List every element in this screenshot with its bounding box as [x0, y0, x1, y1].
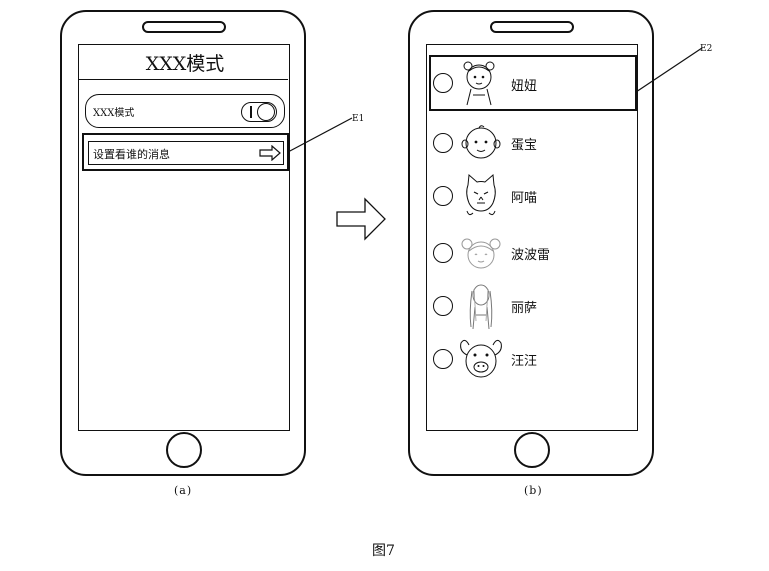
callout-label-e2: E2	[700, 44, 713, 54]
caption-a: (a)	[174, 484, 193, 497]
highlight-box-e2	[429, 55, 637, 111]
contact-row[interactable]: 蛋宝	[433, 121, 633, 165]
contact-radio[interactable]	[433, 296, 453, 316]
contact-row[interactable]: 汪汪	[433, 335, 633, 383]
title-divider	[79, 79, 288, 80]
contact-name: 妞妞	[511, 79, 538, 94]
contact-row[interactable]: 波波雷	[433, 231, 633, 275]
cat-icon	[466, 173, 496, 216]
contact-row[interactable]: 丽萨	[433, 281, 633, 331]
contact-radio[interactable]	[433, 243, 453, 263]
contact-name: 阿喵	[511, 191, 538, 206]
contact-row[interactable]: 妞妞	[433, 59, 633, 107]
figure-label: 图7	[372, 543, 395, 559]
set-who-messages-label: 设置看谁的消息	[93, 148, 170, 161]
baby-icon	[461, 125, 501, 159]
contact-radio[interactable]	[433, 73, 453, 93]
home-button[interactable]	[514, 432, 550, 468]
speaker-slot	[490, 21, 574, 33]
dog-icon	[460, 339, 502, 378]
switch-knob	[257, 103, 275, 121]
callout-line-e2	[635, 47, 703, 93]
callout-line-e1	[287, 117, 353, 153]
phone-b-screen: 妞妞 蛋宝 阿喵	[426, 44, 638, 431]
contact-radio[interactable]	[433, 133, 453, 153]
speaker-slot	[142, 21, 226, 33]
contact-name: 汪汪	[511, 354, 538, 369]
contact-name: 波波雷	[511, 248, 551, 263]
girl-icon	[463, 61, 495, 106]
phone-a: XXX模式 XXX模式 设置看谁的消息	[60, 10, 306, 476]
arrow-right-icon	[259, 145, 281, 161]
mode-toggle-switch[interactable]	[241, 102, 277, 122]
contact-radio[interactable]	[433, 186, 453, 206]
page-title: XXX模式	[145, 53, 225, 75]
girl-buns-icon	[461, 238, 501, 269]
woman-icon	[469, 284, 493, 330]
callout-label-e1: E1	[352, 114, 365, 124]
mode-toggle-label: XXX模式	[93, 108, 135, 119]
transition-arrow-icon	[336, 197, 386, 241]
home-button[interactable]	[166, 432, 202, 468]
set-who-messages-row[interactable]: 设置看谁的消息	[88, 141, 284, 165]
contact-name: 丽萨	[511, 301, 538, 316]
contact-radio[interactable]	[433, 349, 453, 369]
contact-row[interactable]: 阿喵	[433, 173, 633, 219]
mode-toggle-row[interactable]: XXX模式	[85, 94, 285, 128]
phone-a-screen: XXX模式 XXX模式 设置看谁的消息	[78, 44, 290, 431]
contact-name: 蛋宝	[511, 138, 538, 153]
switch-on-mark	[250, 106, 252, 118]
caption-b: (b)	[524, 484, 543, 497]
phone-b: 妞妞 蛋宝 阿喵	[408, 10, 654, 476]
